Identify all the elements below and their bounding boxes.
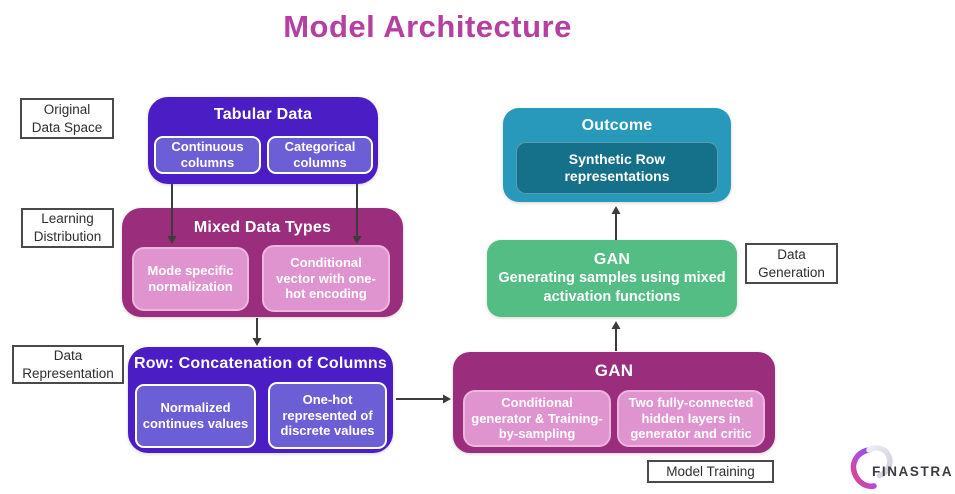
label-learning-distribution: Learning Distribution [21, 208, 114, 248]
node-outcome: Outcome Synthetic Row representations [503, 108, 731, 202]
subnode-synthetic-row-representations: Synthetic Row representations [516, 142, 718, 194]
node-subtitle: Generating samples using mixed activatio… [498, 270, 726, 305]
page-title: Model Architecture [283, 9, 572, 44]
subnode-conditional-vector: Conditional vector with one-hot encoding [262, 245, 390, 312]
subnode-normalized-continues-values: Normalized continues values [135, 384, 256, 448]
label-line: Representation [22, 365, 114, 381]
label-line: Original [43, 101, 91, 117]
subnode-continuous-columns: Continuous columns [154, 136, 261, 174]
subnode-mode-specific-normalization: Mode specific normalization [132, 247, 249, 311]
label-line: Data Space [31, 119, 103, 135]
label-model-training: Model Training [647, 460, 774, 483]
subnode-conditional-generator: Conditional generator & Training-by-samp… [463, 390, 611, 447]
node-title: Tabular Data [213, 106, 313, 123]
node-title: GAN [593, 251, 631, 269]
label-line: Data [53, 347, 83, 363]
label-data-generation: Data Generation [745, 243, 838, 284]
label-line: Model Training [666, 463, 755, 479]
label-line: Learning [41, 211, 94, 227]
label-line: Generation [758, 264, 825, 280]
node-row-concatenation: Row: Concatenation of Columns Normalized… [128, 347, 393, 453]
subnode-onehot-discrete-values: One-hot represented of discrete values [268, 382, 387, 449]
label-line: Data [777, 246, 806, 262]
subnode-fully-connected-layers: Two fully-connected hidden layers in gen… [617, 390, 765, 447]
finastra-wordmark: FINASTRA [872, 464, 954, 479]
node-mixed-data-types: Mixed Data Types Mode specific normaliza… [122, 208, 403, 317]
subnode-categorical-columns: Categorical columns [267, 136, 373, 174]
node-title: Row: Concatenation of Columns [134, 355, 387, 372]
label-data-representation: Data Representation [12, 345, 124, 384]
node-tabular-data: Tabular Data Continuous columns Categori… [148, 97, 378, 184]
node-gan-training: GAN Conditional generator & Training-by-… [453, 352, 775, 453]
node-gan-generation: GAN Generating samples using mixed activ… [487, 240, 737, 317]
finastra-swirl-icon [850, 445, 893, 489]
node-title: GAN [594, 361, 634, 380]
label-line: Distribution [33, 229, 102, 244]
label-original-data-space: Original Data Space [20, 98, 114, 139]
node-title: Outcome [581, 117, 653, 134]
finastra-logo: FINASTRA [848, 443, 952, 492]
node-title: Mixed Data Types [193, 219, 332, 236]
